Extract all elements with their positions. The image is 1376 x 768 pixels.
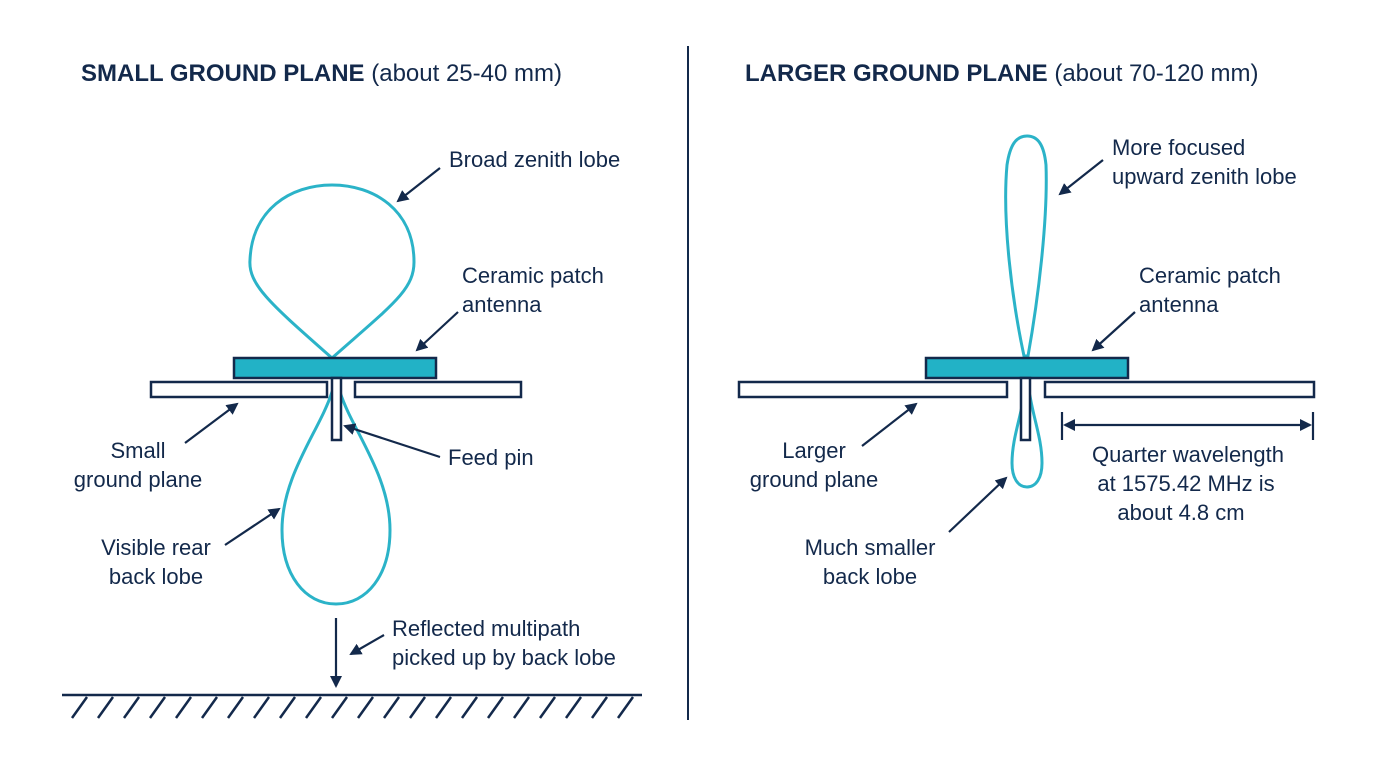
left-multipath-label-line1: Reflected multipath [392,616,580,641]
left-ground-arrow [184,402,239,444]
right-panel-title: LARGER GROUND PLANE (about 70-120 mm) [745,60,1258,87]
left-broad-zenith-lobe [248,183,416,361]
right-feed-pin [1019,376,1032,442]
left-feed-pin-arrow [343,423,441,459]
right-ground-plane-left [737,380,1009,399]
right-ground-label-line2: ground plane [750,467,878,492]
right-wavelength-label-line1: Quarter wavelength [1092,442,1284,467]
right-back-lobe-label-line1: Much smaller [805,535,936,560]
left-feed-pin-label: Feed pin [448,445,534,470]
left-patch-label-line2: antenna [462,292,542,317]
left-ground-plane-left [149,380,329,399]
right-back-lobe-arrow [948,476,1008,533]
right-zenith-label-line1: More focused [1112,135,1245,160]
left-multipath-label-line2: picked up by back lobe [392,645,616,670]
left-zenith-lobe-arrow [396,167,441,203]
right-focused-zenith-lobe [1004,134,1048,358]
right-title-bold: LARGER GROUND PLANE [745,60,1048,87]
left-ground-plane-right [353,380,523,399]
right-ground-arrow [861,402,918,447]
right-patch-label-line2: antenna [1139,292,1219,317]
left-ground-surface [62,693,642,719]
left-panel-title: SMALL GROUND PLANE (about 25-40 mm) [81,60,562,87]
right-panel: LARGER GROUND PLANE (about 70-120 mm) Mo… [737,60,1316,589]
right-zenith-label-line2: upward zenith lobe [1112,164,1297,189]
left-patch-arrow [415,311,459,352]
left-title-rest: (about 25-40 mm) [365,60,562,87]
right-small-back-lobe [1010,394,1044,489]
left-back-lobe-label-line1: Visible rear [101,535,211,560]
left-panel: SMALL GROUND PLANE (about 25-40 mm) [62,60,642,719]
left-ground-label-line2: ground plane [74,467,202,492]
left-zenith-lobe-label: Broad zenith lobe [449,147,620,172]
left-patch-label-line1: Ceramic patch [462,263,604,288]
left-multipath-callout-arrow [349,634,385,655]
left-title-bold: SMALL GROUND PLANE [81,60,365,87]
right-ground-label-line1: Larger [782,438,846,463]
right-back-lobe-label-line2: back lobe [823,564,917,589]
left-ceramic-patch-antenna [232,356,438,380]
right-ceramic-patch-antenna [924,356,1130,380]
right-ground-plane-right [1043,380,1316,399]
left-back-lobe-arrow [224,507,281,546]
right-patch-arrow [1091,311,1136,352]
right-title-rest: (about 70-120 mm) [1048,60,1259,87]
right-wavelength-label-line3: about 4.8 cm [1117,500,1244,525]
quarter-wavelength-dimension [1060,412,1315,440]
left-back-lobe [280,390,392,606]
left-back-lobe-label-line2: back lobe [109,564,203,589]
left-feed-pin [330,376,343,442]
left-ground-label-line1: Small [110,438,165,463]
right-zenith-lobe-arrow [1058,159,1104,196]
right-wavelength-label-line2: at 1575.42 MHz is [1097,471,1274,496]
right-patch-label-line1: Ceramic patch [1139,263,1281,288]
